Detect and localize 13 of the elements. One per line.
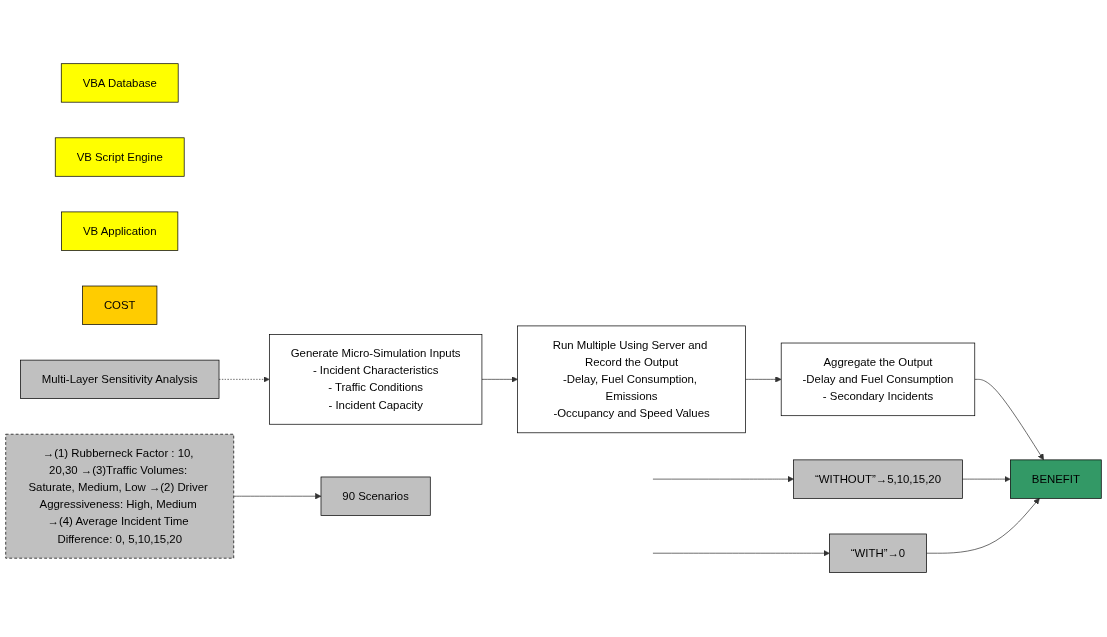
node-box: Generate Micro-Simulation Inputs - Incident Characteristics - Traffic Conditions - Incident Capacity — [269, 334, 483, 426]
node-box: COST — [82, 286, 158, 326]
node-box: BENEFIT — [1010, 459, 1102, 500]
node-box: VBA Database — [60, 63, 179, 103]
node-box: →(1) Rubberneck Factor : 10, 20,30 →(3)Traffic Volumes: Saturate, Medium, Low →(2) Driver Aggressiveness: High, Medium →(4) Average Incident Time Difference: 0, 5,10,15,20 — [5, 434, 235, 559]
node-box: Multi-Layer Sensitivity Analysis — [20, 360, 220, 400]
node-box: 90 Scenarios — [320, 477, 431, 517]
node-box: VB Application — [61, 211, 179, 252]
node-box: Run Multiple Using Server and Record the Output -Delay, Fuel Consumption, Emissions -Occupancy and Speed Values — [517, 326, 746, 434]
node-box: Aggregate the Output -Delay and Fuel Consumption - Secondary Incidents — [780, 343, 976, 417]
node-box: VB Script Engine — [54, 137, 185, 178]
node-box: “WITHOUT”→5,10,15,20 — [793, 459, 963, 500]
node-box: “WITH”→0 — [829, 534, 927, 574]
